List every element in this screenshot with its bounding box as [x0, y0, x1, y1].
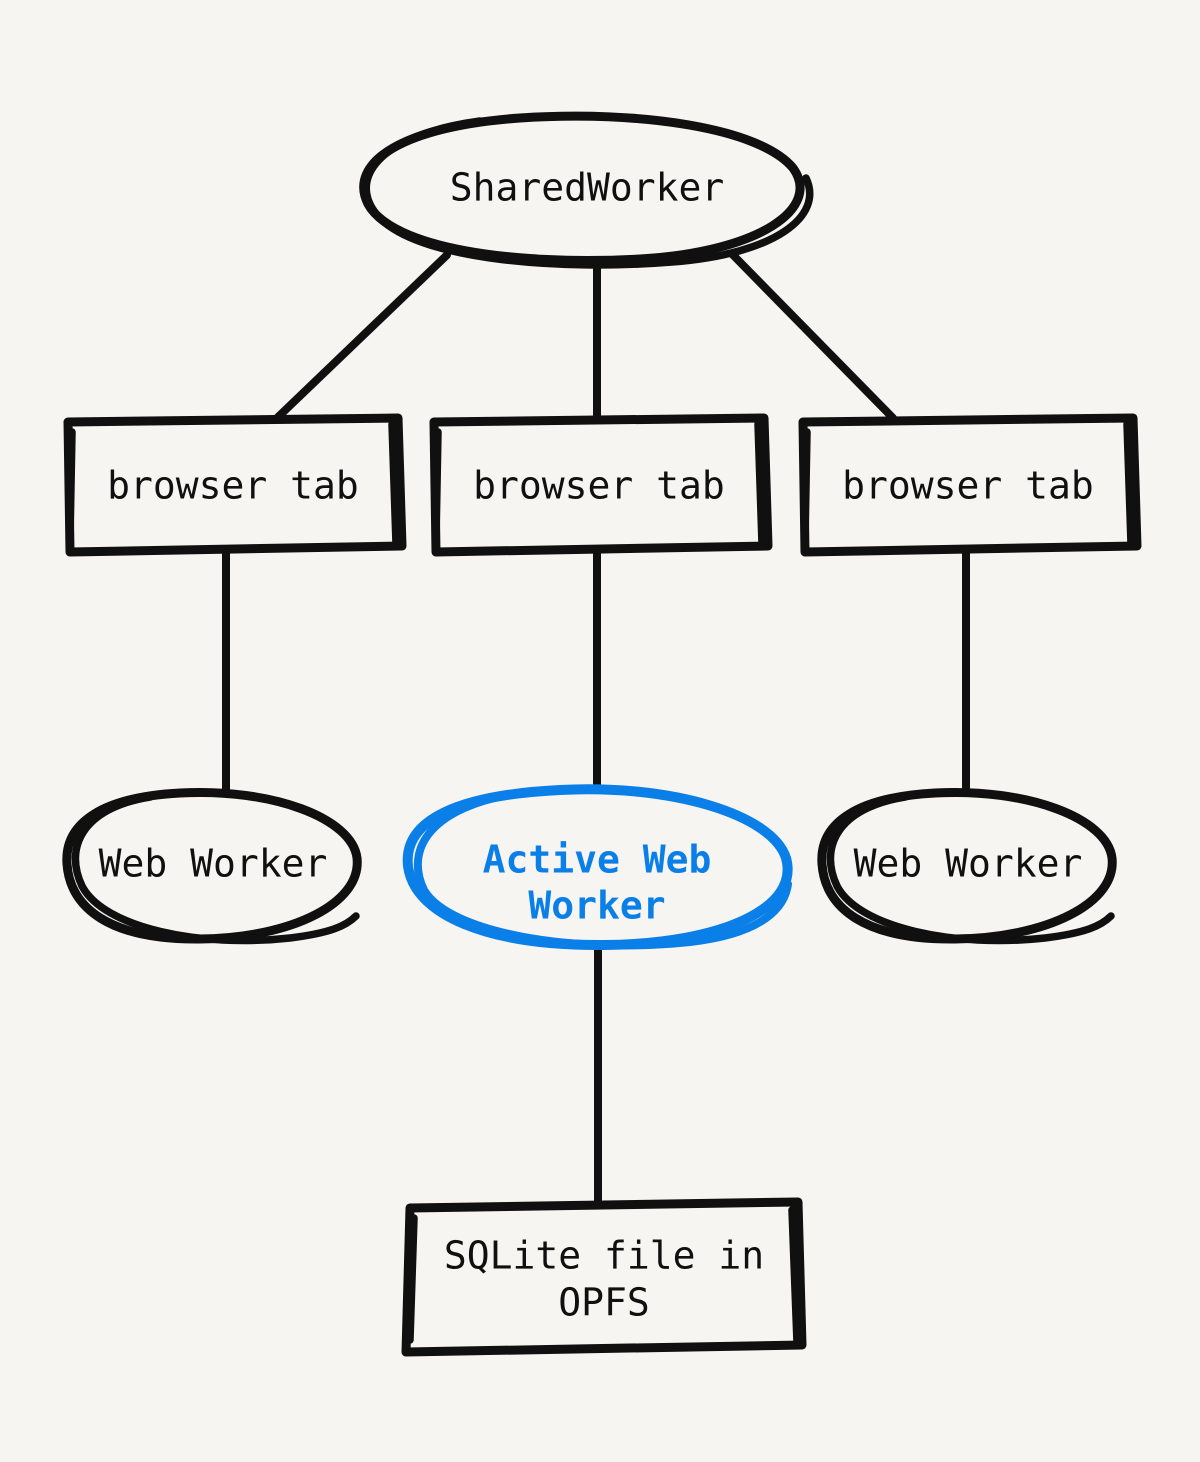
web-worker-left-outline-pass2 — [71, 793, 360, 945]
sqlite-file-outline-pass2 — [406, 1206, 801, 1347]
web-worker-right-fill — [822, 791, 1114, 937]
browser-tab-left-fill — [66, 420, 400, 550]
browser-tab-middle-label: browser tab — [473, 464, 725, 508]
browser-tab-left-label: browser tab — [107, 464, 359, 508]
sharedworker-ellipse-fill — [372, 116, 802, 260]
active-web-worker-fill — [407, 788, 787, 944]
sqlite-file-label-line1: SQLite file in — [444, 1234, 764, 1278]
node-sharedworker[interactable]: SharedWorker — [359, 111, 814, 269]
active-web-worker-label-line2: Worker — [528, 884, 665, 928]
sharedworker-label: SharedWorker — [450, 166, 725, 210]
browser-tab-right-outline-pass2 — [801, 420, 1135, 548]
node-browser-tab-right[interactable]: browser tab — [798, 413, 1142, 557]
active-web-worker-outline-pass2 — [413, 789, 792, 950]
node-web-worker-left[interactable]: Web Worker — [62, 787, 362, 945]
web-worker-left-fill — [67, 791, 359, 937]
node-active-web-worker[interactable]: Active Web Worker — [402, 784, 793, 951]
edge-sharedworker-to-tab-right — [729, 251, 897, 422]
browser-tab-right-label: browser tab — [842, 464, 1094, 508]
web-worker-right-outline-pass2 — [826, 793, 1115, 945]
node-sqlite-file[interactable]: SQLite file in OPFS — [401, 1197, 807, 1357]
sqlite-file-label-line2: OPFS — [558, 1281, 650, 1325]
edge-group — [222, 251, 970, 1208]
browser-tab-middle-outline-pass2 — [432, 420, 766, 548]
sqlite-file-outline — [401, 1197, 807, 1357]
web-worker-left-label: Web Worker — [99, 842, 328, 886]
node-browser-tab-left[interactable]: browser tab — [63, 413, 407, 557]
active-web-worker-label-line1: Active Web — [483, 838, 712, 882]
edge-sharedworker-to-tab-left — [273, 251, 451, 422]
node-web-worker-right[interactable]: Web Worker — [817, 787, 1117, 945]
browser-tab-left-outline-pass2 — [66, 420, 400, 548]
web-worker-right-label: Web Worker — [854, 842, 1083, 886]
browser-tab-right-fill — [801, 420, 1135, 550]
sharedworker-ellipse-outline-pass2 — [362, 117, 814, 269]
sqlite-file-fill — [408, 1205, 800, 1350]
browser-tab-middle-fill — [432, 420, 766, 550]
node-browser-tab-middle[interactable]: browser tab — [429, 413, 773, 557]
